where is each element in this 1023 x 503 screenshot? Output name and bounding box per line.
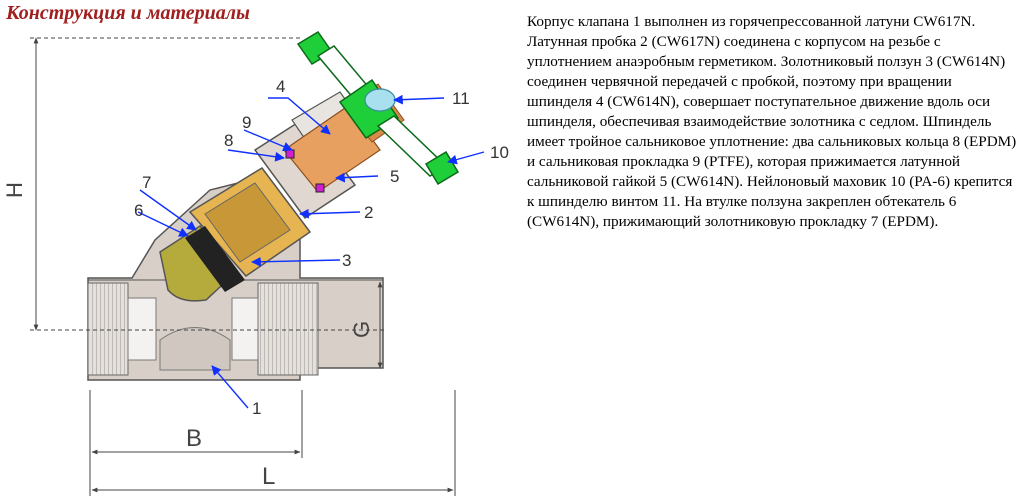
callout-5: 5 — [390, 167, 399, 186]
callout-8: 8 — [224, 131, 233, 150]
o-ring-lower — [315, 183, 325, 193]
page-title: Конструкция и материалы — [6, 2, 250, 24]
valve-cross-section-drawing: H G B L 1 2 3 4 5 6 7 8 9 10 11 — [2, 30, 509, 496]
description-text: Корпус клапана 1 выполнен из горячепресс… — [527, 13, 1017, 230]
valve-internals — [159, 143, 321, 302]
dimension-h-label: H — [2, 182, 27, 198]
dimension-l-label: L — [262, 463, 275, 490]
handwheel-screw — [364, 88, 396, 112]
o-ring-upper — [285, 149, 295, 159]
callout-labels: 1 2 3 4 5 6 7 8 9 10 11 — [134, 77, 509, 418]
construction-description: Корпус клапана 1 выполнен из горячепресс… — [527, 12, 1019, 232]
dimension-g-label: G — [349, 321, 374, 338]
callout-2: 2 — [364, 203, 373, 222]
callout-10: 10 — [490, 143, 509, 162]
dimension-b-label: B — [186, 425, 202, 452]
dimension-lines — [30, 37, 456, 496]
callout-4: 4 — [276, 77, 285, 96]
callout-6: 6 — [134, 201, 143, 220]
callout-3: 3 — [342, 251, 351, 270]
callout-9: 9 — [242, 113, 251, 132]
callout-1: 1 — [252, 399, 261, 418]
callout-7: 7 — [142, 173, 151, 192]
callout-arrows — [137, 94, 485, 409]
callout-11: 11 — [452, 89, 470, 108]
